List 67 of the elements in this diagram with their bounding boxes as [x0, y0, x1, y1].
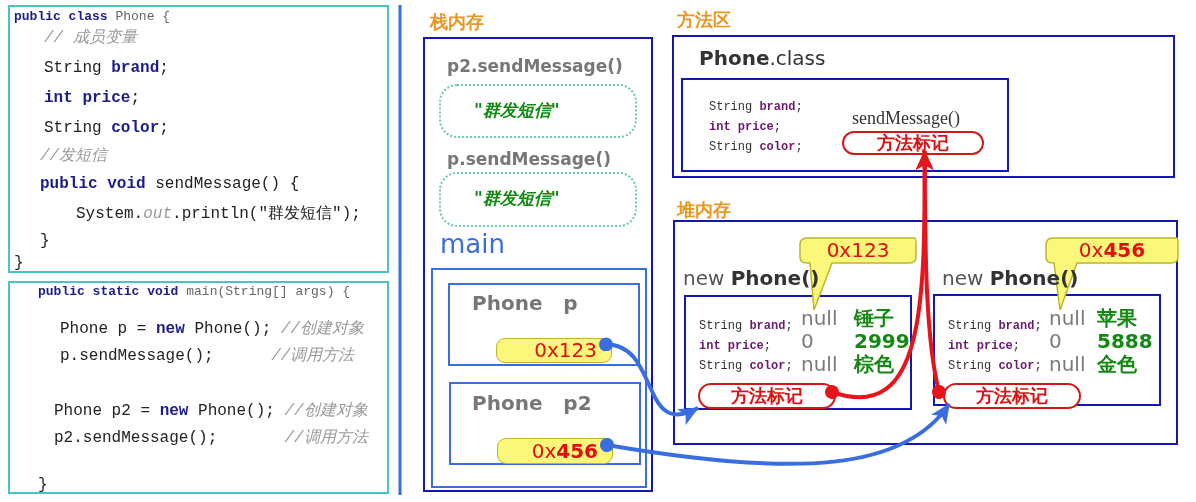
code-box: [8, 281, 389, 494]
field-value: 锤子: [854, 307, 894, 330]
code-line: int price;: [44, 89, 141, 108]
variable-box: [449, 382, 641, 465]
address-value: 0x456: [530, 439, 599, 463]
code-line: }: [38, 476, 48, 495]
address-value: 0x456: [1077, 237, 1147, 264]
section-heading: 堆内存: [677, 200, 731, 221]
default-value: 0: [1049, 330, 1062, 353]
variable-box: [448, 283, 640, 366]
default-value: null: [801, 353, 838, 376]
code-line: String brand;: [709, 101, 803, 115]
code-line: public static void main(String[] args) {: [38, 285, 351, 300]
field-value: 2999: [854, 330, 910, 353]
code-line: String color;: [709, 141, 803, 155]
variable-label: Phone p: [472, 292, 578, 315]
string-value: "群发短信": [474, 101, 560, 121]
frame-label: main: [440, 230, 505, 260]
field-value: 5888: [1097, 330, 1153, 353]
default-value: null: [801, 307, 838, 330]
method-mark: 方法标记: [876, 133, 950, 153]
code-line: Phone p2 = new Phone(); //创建对象: [54, 402, 368, 421]
code-line: String color;: [699, 360, 793, 374]
code-line: int price;: [948, 340, 1020, 354]
section-heading: 栈内存: [430, 12, 484, 33]
method-mark-pill: [842, 131, 984, 155]
code-line: // 成员变量: [44, 29, 137, 48]
code-line: Phone p = new Phone(); //创建对象: [60, 320, 365, 339]
code-line: String color;: [44, 119, 169, 138]
code-line: String brand;: [44, 59, 169, 78]
method-mark: 方法标记: [975, 385, 1049, 407]
code-box: [8, 5, 389, 273]
method-name: sendMessage(): [852, 108, 960, 129]
method-mark: 方法标记: [730, 385, 804, 407]
code-line: int price;: [709, 121, 781, 135]
address-value: 0x123: [533, 339, 598, 362]
variable-label: Phone p2: [472, 392, 592, 415]
default-value: 0: [801, 330, 814, 353]
code-line: System.out.println("群发短信");: [76, 205, 361, 224]
arrow: [599, 337, 699, 424]
field-value: 金色: [1097, 353, 1137, 376]
code-line: p.sendMessage(); //调用方法: [60, 347, 355, 366]
code-line: public void sendMessage() {: [40, 175, 300, 194]
method-mark-pill: [698, 383, 836, 409]
code-line: //发短信: [40, 147, 108, 166]
frame-label: p2.sendMessage(): [447, 57, 623, 77]
section-heading: 方法区: [677, 10, 731, 31]
code-line: String brand;: [948, 320, 1042, 334]
frame-label: p.sendMessage(): [447, 150, 611, 170]
default-value: null: [1049, 307, 1086, 330]
arrow: [600, 402, 951, 466]
code-line: int price;: [699, 340, 771, 354]
code-line: String brand;: [699, 320, 793, 334]
field-value: 棕色: [854, 353, 894, 376]
class-label: Phone.class: [699, 47, 826, 70]
address-pill: [497, 438, 613, 464]
string-value: "群发短信": [474, 189, 560, 209]
code-line: public class Phone {: [14, 10, 171, 25]
method-mark-pill: [943, 383, 1081, 409]
code-line: String color;: [948, 360, 1042, 374]
code-line: }: [14, 254, 24, 273]
address-pill: [496, 338, 612, 363]
field-value: 苹果: [1097, 307, 1137, 330]
code-line: }: [40, 232, 50, 251]
code-line: p2.sendMessage(); //调用方法: [54, 429, 368, 448]
default-value: null: [1049, 353, 1086, 376]
address-value: 0x123: [825, 237, 891, 264]
